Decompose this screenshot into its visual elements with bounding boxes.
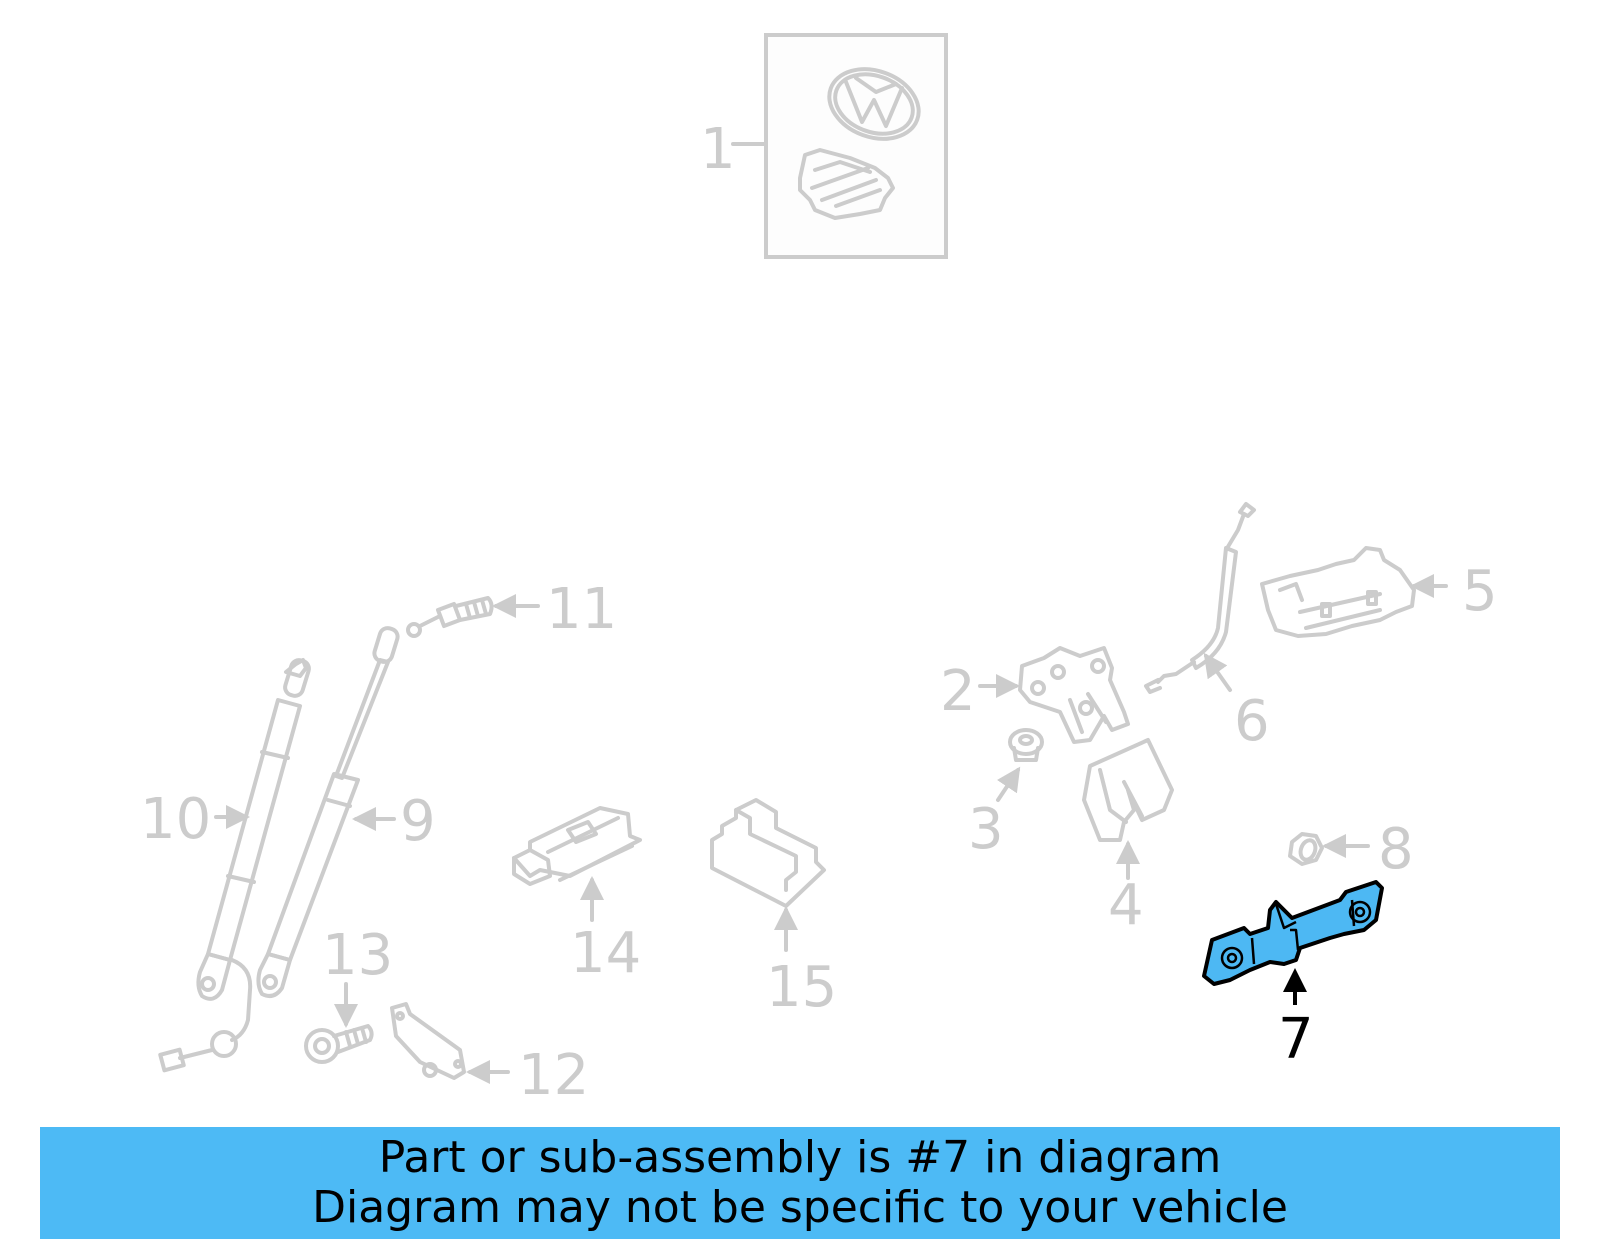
vw-emblem-icon: [827, 67, 921, 141]
part-5-actuator[interactable]: 5: [1260, 546, 1498, 638]
part-6-release-cable[interactable]: 6: [1144, 502, 1270, 754]
callout-1: 1: [700, 117, 736, 182]
part-2-latch[interactable]: 2: [940, 646, 1130, 744]
callout-5: 5: [1462, 559, 1498, 624]
callout-15: 15: [766, 955, 837, 1020]
callout-2: 2: [940, 659, 976, 724]
part-12-bracket[interactable]: 12: [390, 1002, 589, 1108]
callout-10: 10: [140, 787, 211, 852]
callout-4: 4: [1108, 873, 1144, 938]
part-14-switch[interactable]: 14: [512, 806, 642, 986]
part-info-banner: Part or sub-assembly is #7 in diagram Di…: [40, 1127, 1560, 1239]
part-4-striker[interactable]: 4: [1082, 738, 1174, 938]
banner-line-part: Part or sub-assembly is #7 in diagram: [378, 1132, 1222, 1183]
callout-12: 12: [518, 1043, 589, 1108]
callout-14: 14: [570, 921, 641, 986]
callout-11: 11: [546, 577, 617, 642]
emblem-base-icon: [798, 148, 895, 220]
part-10-power-lift-support[interactable]: 10: [140, 658, 311, 1073]
callout-13: 13: [322, 923, 393, 988]
callout-8: 8: [1378, 817, 1414, 882]
callout-6: 6: [1234, 689, 1270, 754]
part-9-lift-support[interactable]: 9: [256, 626, 436, 998]
callout-7: 7: [1278, 1007, 1314, 1072]
part-15-module[interactable]: 15: [710, 798, 837, 1020]
callout-9: 9: [400, 789, 436, 854]
part-13-bolt[interactable]: 13: [304, 923, 393, 1064]
part-11-ball-stud[interactable]: 11: [406, 577, 617, 642]
part-3-nut[interactable]: 3: [968, 728, 1044, 862]
banner-line-disclaimer: Diagram may not be specific to your vehi…: [312, 1182, 1288, 1233]
callout-3: 3: [968, 797, 1004, 862]
part-7-bracket-highlighted[interactable]: 7: [1202, 880, 1384, 1072]
part-1-emblem-assembly[interactable]: 1: [700, 33, 948, 259]
part-8-nut[interactable]: 8: [1288, 817, 1414, 882]
